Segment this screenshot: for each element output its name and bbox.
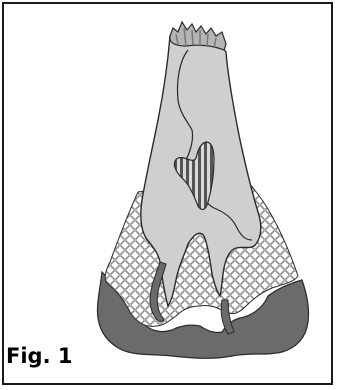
figure-label: Fig. 1 — [6, 346, 72, 367]
